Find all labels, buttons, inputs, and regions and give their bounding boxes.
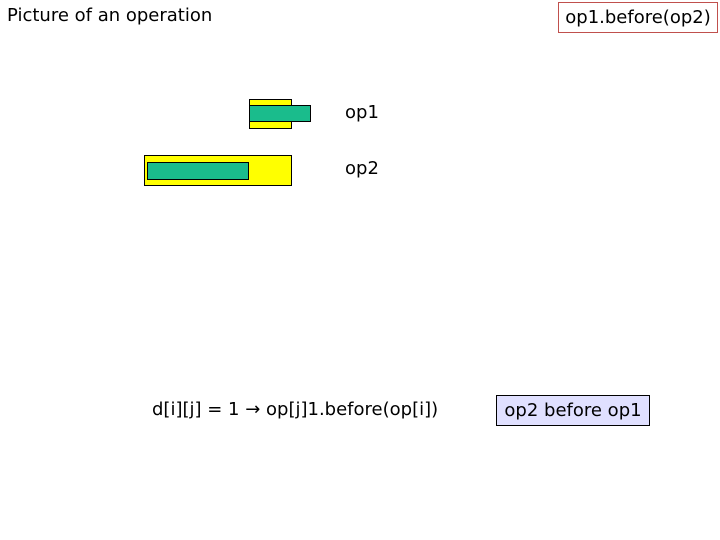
op1-label: op1 xyxy=(345,102,379,123)
slide-title: Picture of an operation xyxy=(7,5,213,26)
op1-inner-interval xyxy=(249,105,311,122)
result-box: op2 before op1 xyxy=(496,395,650,426)
formula-text: d[i][j] = 1 → op[j]1.before(op[i]) xyxy=(152,399,439,420)
relation-tag: op1.before(op2) xyxy=(558,2,718,33)
op2-label: op2 xyxy=(345,158,379,179)
op2-inner-interval xyxy=(147,162,249,180)
